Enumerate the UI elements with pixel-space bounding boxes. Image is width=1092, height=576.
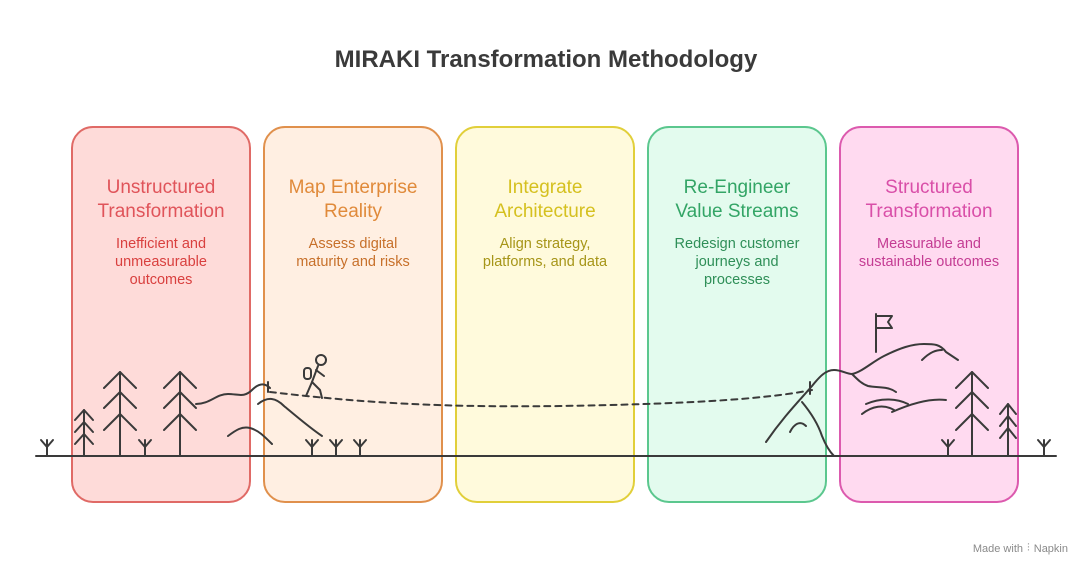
pine-tree-icon: [955, 371, 989, 457]
card-integrate-architecture: Integrate Architecture Align strategy, p…: [455, 126, 635, 503]
pine-tree-icon: [74, 409, 94, 457]
card-title-line: Integrate: [507, 177, 583, 198]
napkin-logo-icon: ⫶: [1027, 542, 1030, 554]
card-title-line: Structured: [885, 177, 973, 198]
pine-tree-icon: [999, 403, 1017, 457]
mountain-icon: [765, 343, 959, 457]
hill-icon: [195, 381, 323, 445]
card-desc-line: Measurable and: [877, 236, 981, 252]
grass-icon: [305, 439, 319, 457]
card-unstructured-transformation: Unstructured Transformation Inefficient …: [71, 126, 251, 503]
card-title: Integrate Architecture: [457, 176, 633, 224]
footer-label: Made with: [972, 542, 1023, 555]
grass-icon: [329, 439, 343, 457]
card-desc-line: Inefficient and: [115, 236, 207, 252]
grass-icon: [941, 439, 955, 457]
diagram-title: MIRAKI Transformation Methodology: [334, 46, 758, 73]
card-title-line: Re-Engineer: [683, 177, 791, 198]
card-description: Assess digital maturity and risks: [277, 235, 429, 271]
card-title-line: Reality: [323, 201, 383, 222]
card-description: Measurable and sustainable outcomes: [853, 235, 1005, 271]
card-desc-line: platforms, and data: [482, 254, 608, 270]
flag-icon: [875, 313, 893, 353]
card-title-line: Transformation: [865, 201, 993, 222]
card-desc-line: sustainable outcomes: [858, 254, 1000, 270]
card-title: Map Enterprise Reality: [265, 176, 441, 224]
card-title-line: Map Enterprise: [288, 177, 418, 198]
card-desc-line: Align strategy,: [499, 236, 591, 252]
card-title-line: Unstructured: [106, 177, 216, 198]
pine-tree-icon: [163, 371, 197, 457]
card-description: Inefficient and unmeasurable outcomes: [85, 235, 237, 289]
card-title-line: Value Streams: [675, 201, 799, 222]
card-title: Re-Engineer Value Streams: [649, 176, 825, 224]
card-re-engineer-value-streams: Re-Engineer Value Streams Redesign custo…: [647, 126, 827, 503]
pine-tree-icon: [103, 371, 137, 457]
grass-icon: [138, 439, 152, 457]
card-desc-line: Redesign customer: [674, 236, 800, 252]
card-desc-line: maturity and risks: [296, 254, 410, 270]
made-with-napkin-credit: Made with ⫶ Napkin: [973, 542, 1068, 555]
card-map-enterprise-reality: Map Enterprise Reality Assess digital ma…: [263, 126, 443, 503]
grass-icon: [353, 439, 367, 457]
dashed-trail-path: [269, 389, 813, 408]
grass-icon: [40, 439, 54, 457]
card-title-line: Transformation: [97, 201, 225, 222]
card-title: Unstructured Transformation: [73, 176, 249, 224]
card-title: Structured Transformation: [841, 176, 1017, 224]
card-desc-line: unmeasurable: [115, 254, 207, 270]
card-description: Align strategy, platforms, and data: [469, 235, 621, 271]
card-desc-line: outcomes: [129, 272, 193, 288]
card-desc-line: processes: [703, 272, 771, 288]
card-description: Redesign customer journeys and processes: [661, 235, 813, 289]
card-desc-line: journeys and: [695, 254, 779, 270]
card-title-line: Architecture: [494, 201, 596, 222]
card-structured-transformation: Structured Transformation Measurable and…: [839, 126, 1019, 503]
hiker-icon: [303, 354, 327, 399]
footer-brand: Napkin: [1033, 542, 1068, 555]
card-desc-line: Assess digital: [308, 236, 398, 252]
grass-icon: [1037, 439, 1051, 457]
